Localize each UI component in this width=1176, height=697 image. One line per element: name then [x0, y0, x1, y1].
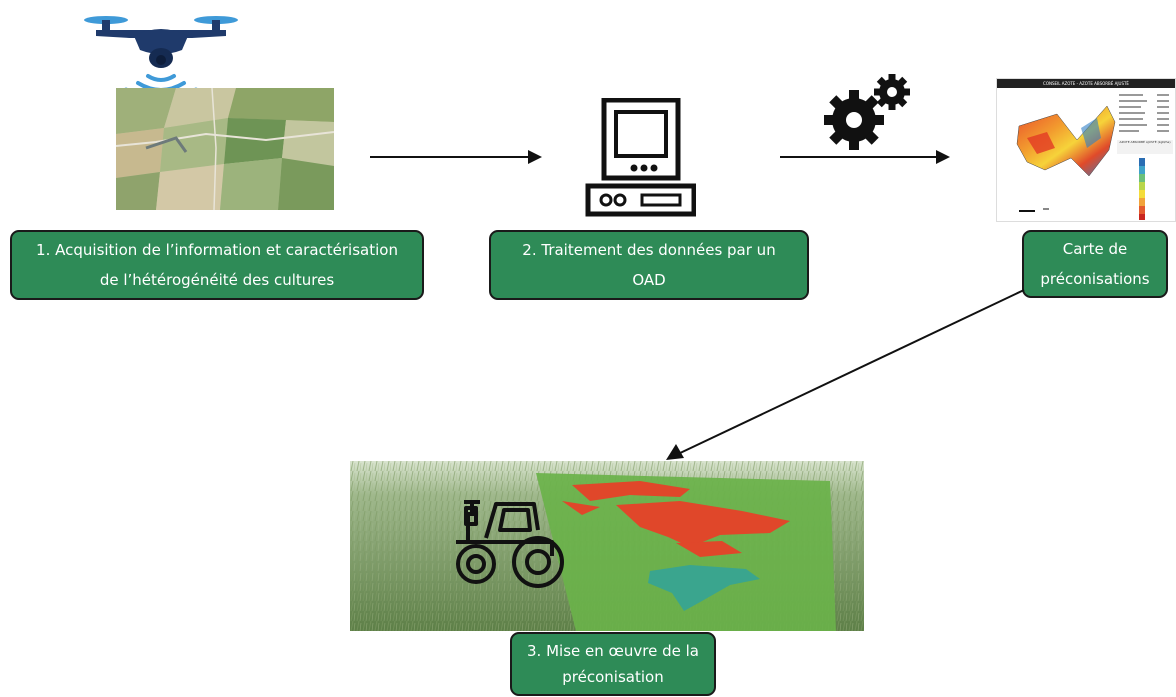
step-acquisition-line2: de l’hétérogénéité des cultures — [99, 271, 335, 289]
map-label-line2: préconisations — [1040, 270, 1150, 288]
map-title: CONSEIL AZOTE - AZOTE ABSORBÉ AJUSTÉ — [997, 79, 1175, 88]
map-label-line1: Carte de — [1062, 240, 1128, 258]
map-legend-title: AZOTE ABSORBÉ AJUSTÉ (kgN/ha) — [1119, 140, 1171, 144]
aerial-field-photo — [116, 88, 334, 210]
step-treatment-line1: 2. Traitement des données par un — [522, 241, 776, 259]
gears-icon — [824, 74, 910, 150]
arrow-treatment-to-map — [780, 150, 950, 164]
recommendation-map-thumbnail: CONSEIL AZOTE - AZOTE ABSORBÉ AJUSTÉ — [996, 78, 1176, 222]
step-treatment-line2: OAD — [632, 271, 666, 289]
tractor-icon — [456, 500, 564, 588]
step-implementation-line1: 3. Mise en œuvre de la — [527, 642, 699, 660]
wheat-field-photo — [350, 461, 864, 631]
step-acquisition-label: 1. Acquisition de l’information et carac… — [10, 230, 424, 300]
map-label: Carte de préconisations — [1022, 230, 1168, 298]
step-acquisition-line1: 1. Acquisition de l’information et carac… — [36, 241, 398, 259]
step-treatment-label: 2. Traitement des données par un OAD — [489, 230, 809, 300]
computer-icon — [585, 98, 696, 217]
step-implementation-label: 3. Mise en œuvre de la préconisation — [510, 632, 716, 696]
arrow-acquisition-to-treatment — [370, 150, 542, 164]
map-field-shape — [1016, 94, 1173, 220]
step-implementation-line2: préconisation — [562, 668, 664, 686]
arrow-map-to-field — [666, 289, 1025, 460]
